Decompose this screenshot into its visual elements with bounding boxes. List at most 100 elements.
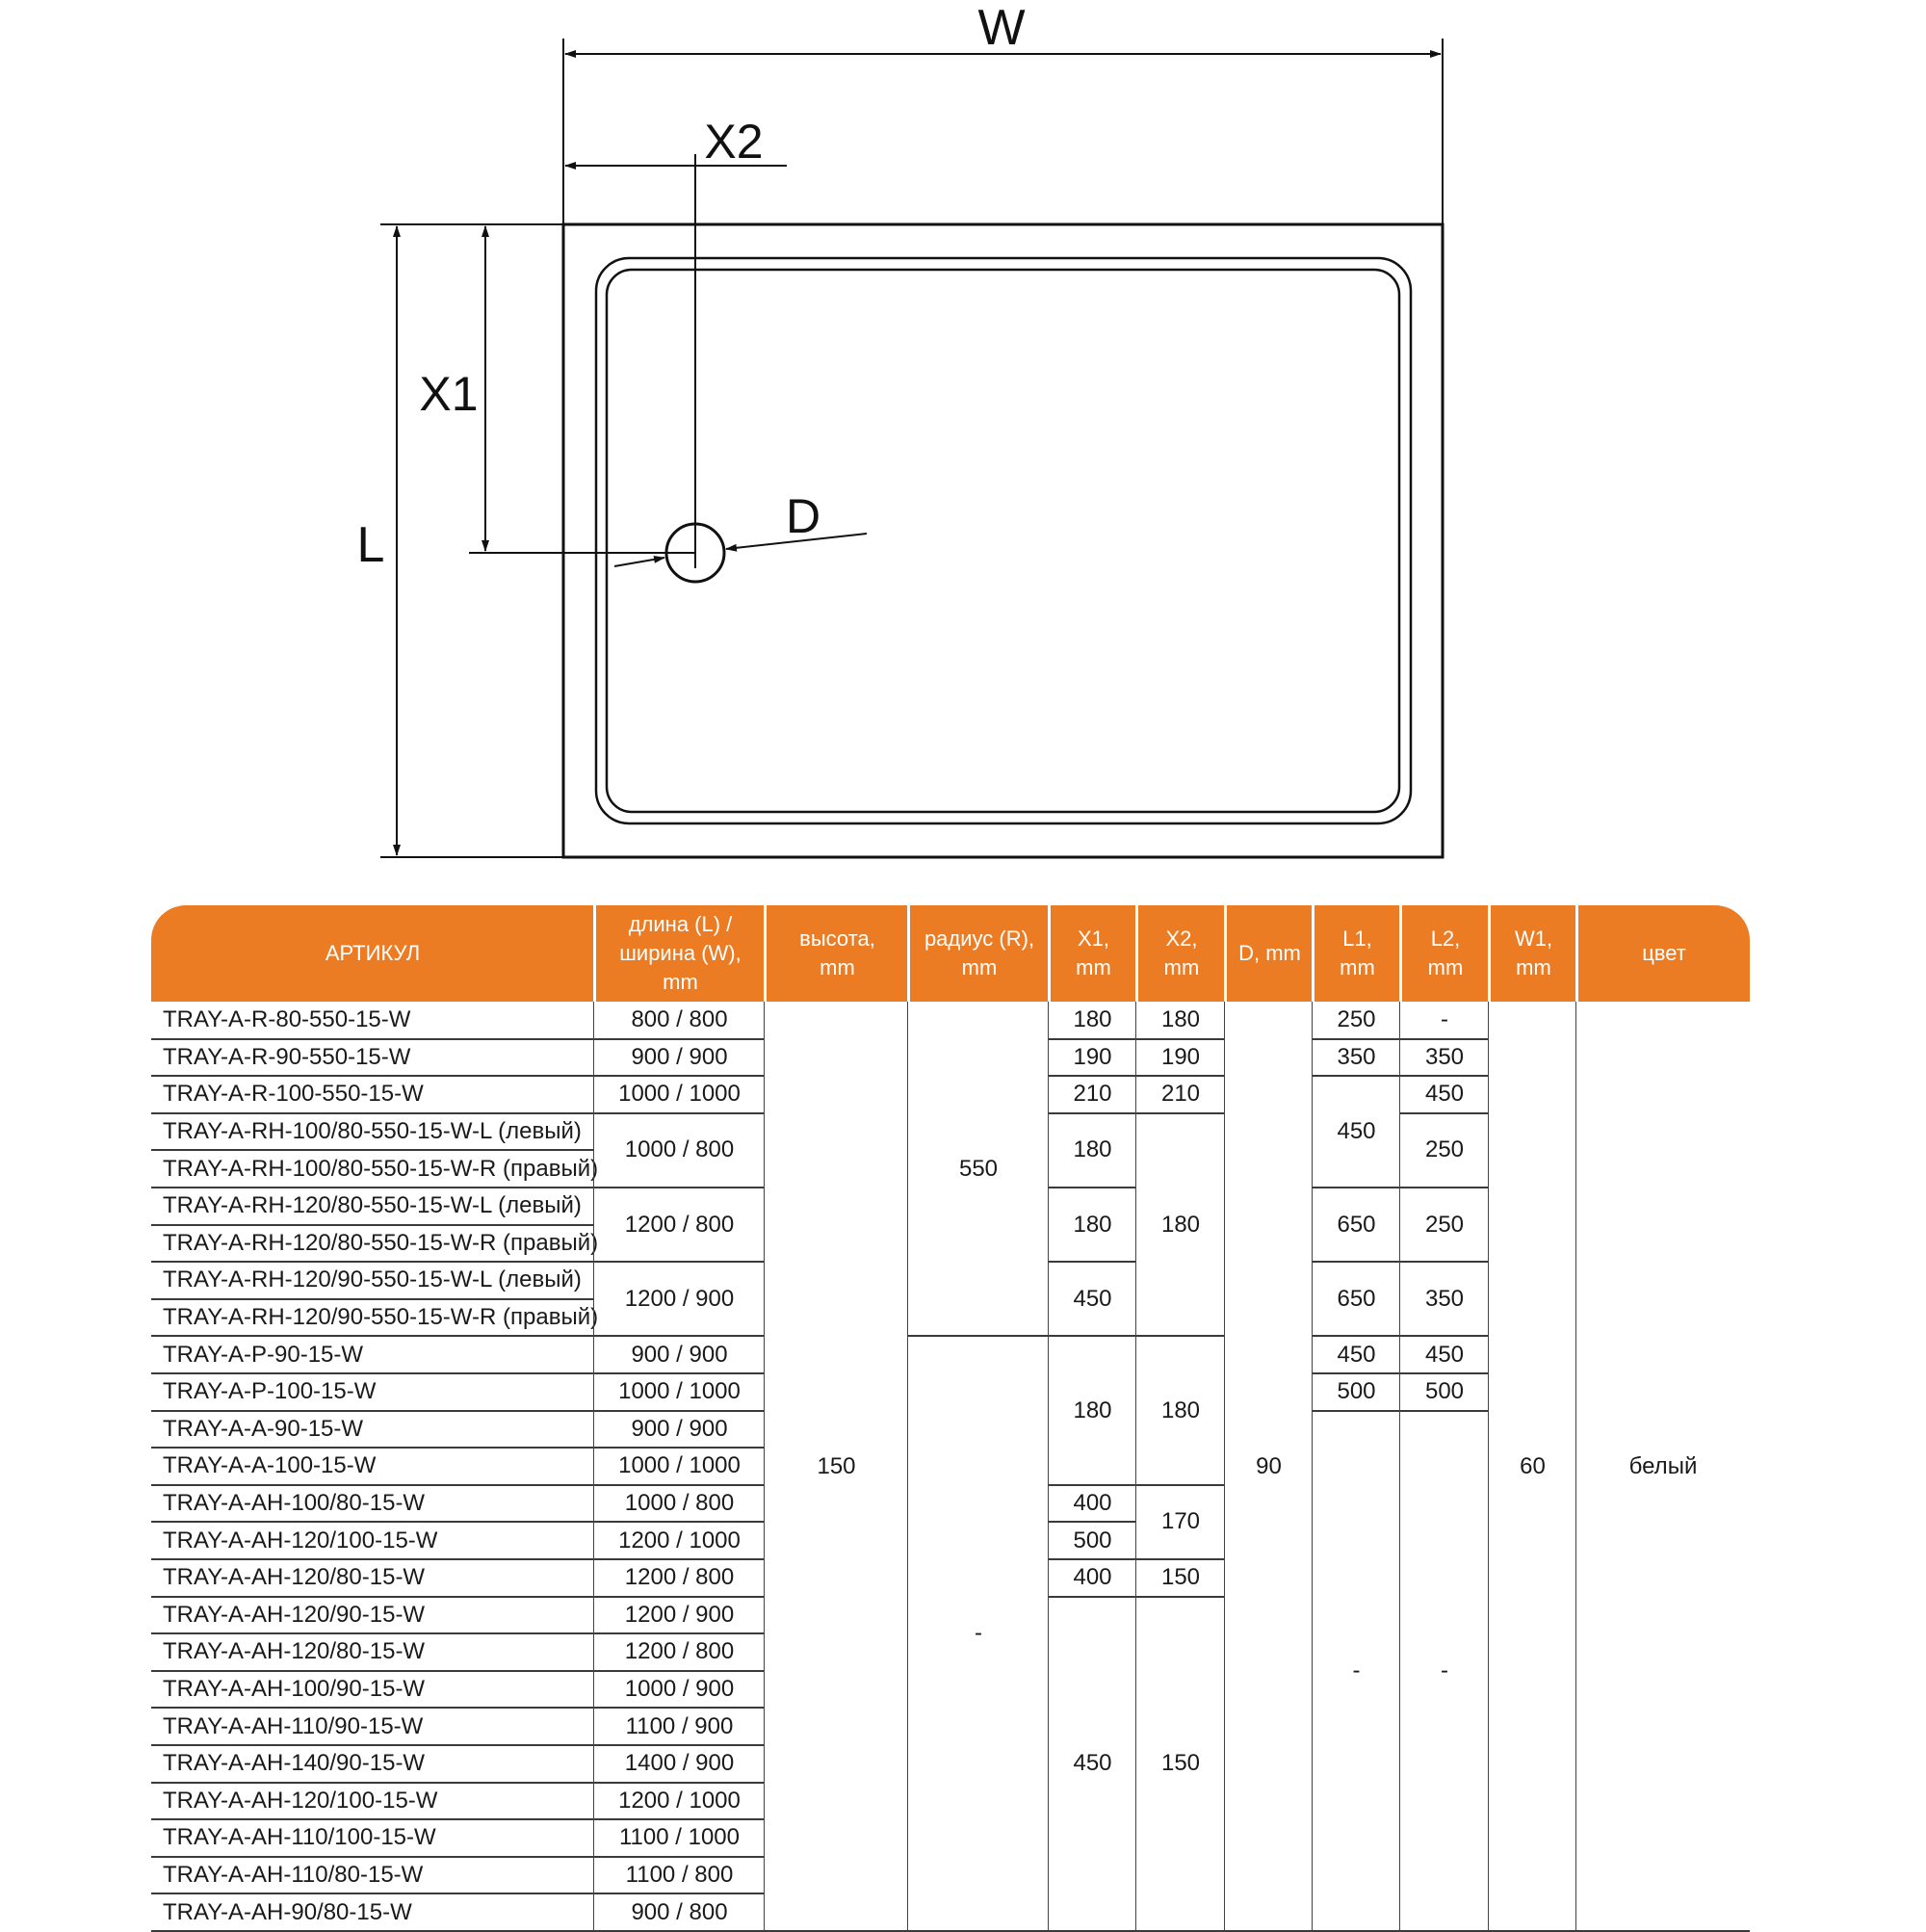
table-cell-lw: 1200 / 1000: [618, 1527, 741, 1553]
table-cell-article: TRAY-A-RH-120/90-550-15-W-R (правый): [163, 1304, 599, 1331]
table-cell-article: TRAY-A-AH-110/100-15-W: [163, 1824, 436, 1851]
row-divider: [594, 1893, 765, 1895]
row-divider: [594, 1372, 765, 1374]
label-l: L: [357, 517, 385, 573]
row-divider: [594, 1447, 765, 1449]
label-w: W: [977, 0, 1025, 56]
row-divider: [594, 1111, 765, 1114]
row-divider: [151, 1595, 594, 1598]
table-cell-lw: 800 / 800: [631, 1006, 728, 1033]
table-cell-x2: 180: [1160, 1397, 1201, 1423]
table-cell-lw: 1200 / 800: [624, 1211, 735, 1238]
row-divider: [151, 1707, 594, 1710]
table-cell-article: TRAY-A-R-90-550-15-W: [163, 1043, 411, 1070]
table-cell-article: TRAY-A-RH-100/80-550-15-W-L (левый): [163, 1118, 582, 1145]
header-x2: X2, mm: [1163, 927, 1200, 979]
table-cell-x1: 400: [1073, 1490, 1112, 1517]
label-x1: X1: [419, 367, 478, 421]
row-divider: [1400, 1111, 1489, 1114]
table-cell-lw: 1100 / 1000: [618, 1824, 740, 1851]
header-x1: X1, mm: [1076, 927, 1111, 979]
column-divider: [1575, 1002, 1576, 1931]
row-divider: [1400, 1335, 1489, 1338]
table-cell-d: 90: [1256, 1452, 1282, 1479]
header-separator: [1312, 905, 1314, 1002]
row-divider: [1136, 1335, 1225, 1338]
row-divider: [594, 1187, 765, 1188]
row-divider: [151, 1744, 594, 1746]
row-divider: [151, 1669, 594, 1672]
row-divider: [151, 1223, 594, 1226]
table-cell-lw: 1200 / 900: [624, 1601, 735, 1628]
table-header: АРТИКУЛ длина (L) / ширина (W), mm высот…: [151, 905, 1750, 1002]
row-divider: [151, 1187, 594, 1188]
row-divider: [1313, 1187, 1400, 1188]
table-cell-article: TRAY-A-RH-120/90-550-15-W-L (левый): [163, 1266, 582, 1293]
table-cell-lw: 1100 / 800: [625, 1862, 734, 1889]
row-divider: [151, 1632, 594, 1635]
table-cell-article: TRAY-A-RH-100/80-550-15-W-R (правый): [163, 1155, 599, 1182]
row-divider: [1136, 1558, 1225, 1560]
table-cell-article: TRAY-A-P-100-15-W: [163, 1378, 377, 1405]
row-divider: [1049, 1483, 1136, 1486]
table-cell-article: TRAY-A-AH-120/80-15-W: [163, 1564, 426, 1591]
row-divider: [1049, 1595, 1136, 1598]
column-divider: [1135, 1002, 1136, 1931]
header-l2: L2, mm: [1427, 927, 1464, 979]
tray-inner-basin: [605, 268, 1401, 814]
row-divider: [1313, 1075, 1400, 1078]
table-cell-lw: 1000 / 1000: [618, 1081, 741, 1108]
row-divider: [1400, 1409, 1489, 1412]
table-cell-article: TRAY-A-AH-90/80-15-W: [163, 1898, 412, 1925]
table-cell-lw: 1200 / 800: [624, 1564, 735, 1591]
table-cell-article: TRAY-A-RH-120/80-550-15-W-L (левый): [163, 1192, 582, 1219]
table-cell-w1: 60: [1520, 1452, 1546, 1479]
table-cell-l1: 250: [1337, 1006, 1376, 1033]
table-cell-x2: 150: [1160, 1750, 1201, 1777]
row-divider: [1049, 1261, 1136, 1264]
table-cell-l1: 450: [1337, 1118, 1376, 1145]
header-separator: [907, 905, 910, 1002]
row-divider: [1049, 1111, 1136, 1114]
table-cell-article: TRAY-A-R-80-550-15-W: [163, 1006, 411, 1033]
column-divider: [907, 1002, 908, 1931]
table-cell-l2: -: [1441, 1657, 1448, 1684]
table-cell-article: TRAY-A-AH-120/100-15-W: [163, 1527, 438, 1553]
row-divider: [1400, 1187, 1489, 1188]
row-divider: [908, 1335, 1049, 1338]
row-divider: [151, 1558, 594, 1560]
table-cell-lw: 1000 / 800: [624, 1490, 735, 1517]
row-divider: [1313, 1037, 1400, 1040]
table-cell-x2: 170: [1160, 1508, 1201, 1535]
table-cell-x1: 180: [1073, 1006, 1112, 1033]
column-divider: [1224, 1002, 1225, 1931]
table-cell-article: TRAY-A-AH-120/100-15-W: [163, 1787, 438, 1814]
header-separator: [1135, 905, 1138, 1002]
table-cell-x1: 180: [1073, 1397, 1112, 1423]
row-divider: [594, 1335, 765, 1338]
row-divider: [594, 1409, 765, 1412]
header-d: D, mm: [1238, 941, 1301, 965]
header-separator: [764, 905, 767, 1002]
table-cell-l2: 250: [1424, 1211, 1465, 1238]
table-cell-x2: 180: [1160, 1006, 1201, 1033]
table-cell-article: TRAY-A-AH-110/80-15-W: [163, 1862, 424, 1889]
row-divider: [1400, 1075, 1489, 1078]
specification-table: АРТИКУЛ длина (L) / ширина (W), mm высот…: [151, 905, 1750, 1932]
tray-dimension-drawing: W X2 L X1 D: [357, 0, 1444, 859]
tray-inner-rim: [594, 256, 1413, 825]
row-divider: [594, 1075, 765, 1078]
table-cell-lw: 1400 / 900: [624, 1750, 735, 1777]
header-height: высота, mm: [799, 927, 875, 979]
row-divider: [594, 1521, 765, 1524]
table-cell-x2: 150: [1160, 1564, 1201, 1591]
table-cell-l1: 650: [1337, 1285, 1376, 1312]
column-divider: [1399, 1002, 1400, 1931]
row-divider: [594, 1558, 765, 1560]
header-color: цвет: [1642, 941, 1686, 965]
header-length-width: длина (L) / ширина (W), mm: [619, 912, 742, 994]
table-cell-l2: -: [1441, 1006, 1448, 1033]
table-cell-x1: 190: [1073, 1043, 1112, 1070]
row-divider: [594, 1669, 765, 1672]
table-cell-x2: 190: [1160, 1043, 1201, 1070]
